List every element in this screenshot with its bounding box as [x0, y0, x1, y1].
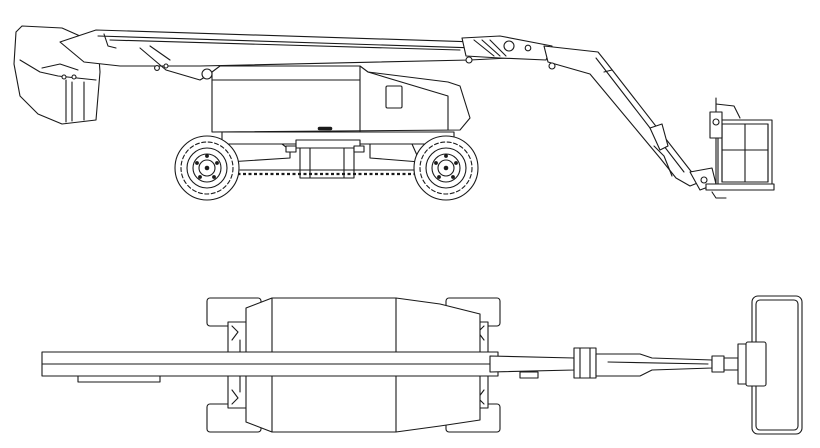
turntable	[201, 65, 471, 133]
chassis	[221, 131, 455, 179]
plan-jib	[573, 343, 759, 385]
rear-wheel	[174, 135, 240, 201]
plan-platform	[745, 295, 803, 435]
platform-basket	[705, 97, 775, 199]
plan-boom	[41, 351, 575, 383]
side-elevation-view	[13, 25, 775, 201]
jib-arm	[543, 45, 717, 191]
main-boom	[59, 29, 553, 81]
front-wheel	[413, 135, 479, 201]
top-plan-view	[41, 295, 803, 435]
